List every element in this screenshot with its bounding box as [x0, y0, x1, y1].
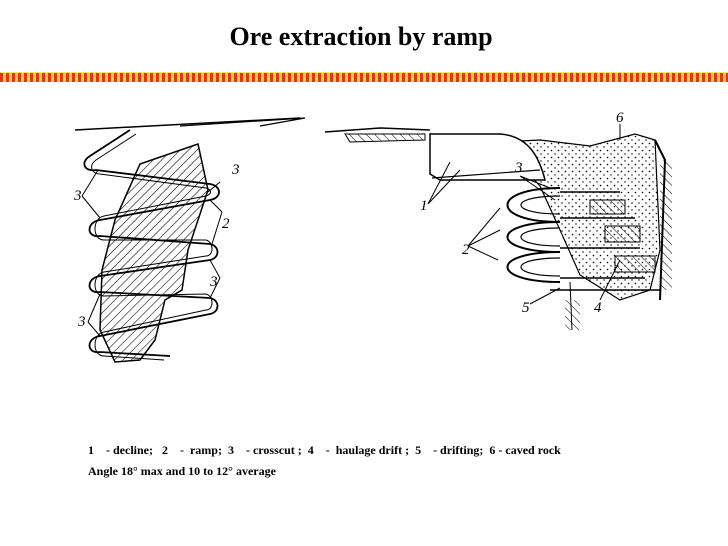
ramp-diagram: 3 3 2 3 3 1 3 6 2 4 5 — [73, 110, 672, 363]
right-section-drawing — [324, 124, 672, 331]
right-label-1: 1 — [420, 198, 428, 214]
left-label-1: 3 — [231, 162, 240, 178]
left-label-2: 3 — [73, 188, 82, 204]
right-label-6: 5 — [522, 300, 530, 316]
right-label-3: 6 — [616, 110, 624, 126]
ramp-loops — [506, 187, 561, 283]
left-label-4: 3 — [209, 274, 218, 290]
ramp-spiral — [83, 129, 220, 357]
left-label-5: 3 — [77, 314, 86, 330]
crosscuts — [560, 191, 645, 279]
right-label-4: 2 — [462, 242, 470, 258]
left-section-drawing — [74, 117, 306, 363]
diagram-legend: 1 - decline; 2 - ramp; 3 - crosscut ; 4 … — [88, 443, 561, 457]
angle-note: Angle 18° max and 10 to 12° average — [88, 464, 276, 478]
slide-title: Ore extraction by ramp — [229, 22, 493, 51]
right-label-5: 4 — [594, 300, 602, 316]
right-label-2: 3 — [514, 160, 523, 176]
left-label-3: 2 — [222, 216, 230, 232]
ore-body — [99, 143, 209, 363]
decline — [429, 133, 546, 181]
stope-blocks — [589, 199, 656, 273]
decorative-header-bar — [0, 72, 728, 82]
